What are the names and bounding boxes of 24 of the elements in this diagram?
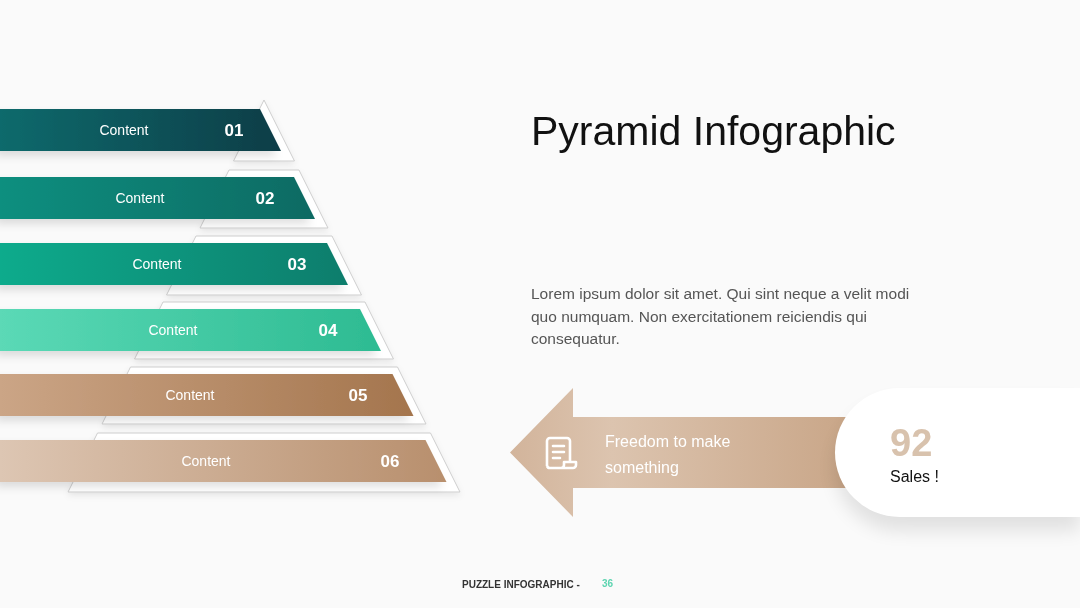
arrow-caption: Freedom to make something — [605, 432, 732, 478]
step-number: 06 — [380, 452, 400, 470]
pyramid-bar — [0, 309, 381, 351]
bar-label: Content — [115, 191, 165, 205]
bar-label: Content — [165, 388, 215, 402]
stat-caption: Sales ! — [890, 468, 939, 486]
step-number: 02 — [255, 189, 275, 207]
step-number: 04 — [318, 321, 338, 339]
bar-label: Content — [99, 123, 149, 137]
bar-label: Content — [181, 454, 231, 468]
body-paragraph: Lorem ipsum dolor sit amet. Qui sint neque a velit modi quo numquam. Non exercitationem reiciendis qui consequatur. — [531, 284, 911, 349]
stat-card — [835, 388, 1080, 517]
pyramid-bar — [0, 243, 348, 285]
pyramid-bar — [0, 440, 447, 482]
footer-title: PUZZLE INFOGRAPHIC - — [462, 579, 580, 591]
stat-number: 92 — [890, 424, 933, 462]
pyramid-bar — [0, 374, 414, 416]
bar-label: Content — [148, 323, 198, 337]
page-number: 36 — [602, 578, 614, 590]
step-number: 05 — [348, 386, 368, 404]
step-number: 03 — [287, 255, 307, 273]
bar-label: Content — [132, 257, 182, 271]
slide-title: Pyramid Infographic — [531, 108, 896, 156]
pyramid-bar — [0, 177, 315, 219]
